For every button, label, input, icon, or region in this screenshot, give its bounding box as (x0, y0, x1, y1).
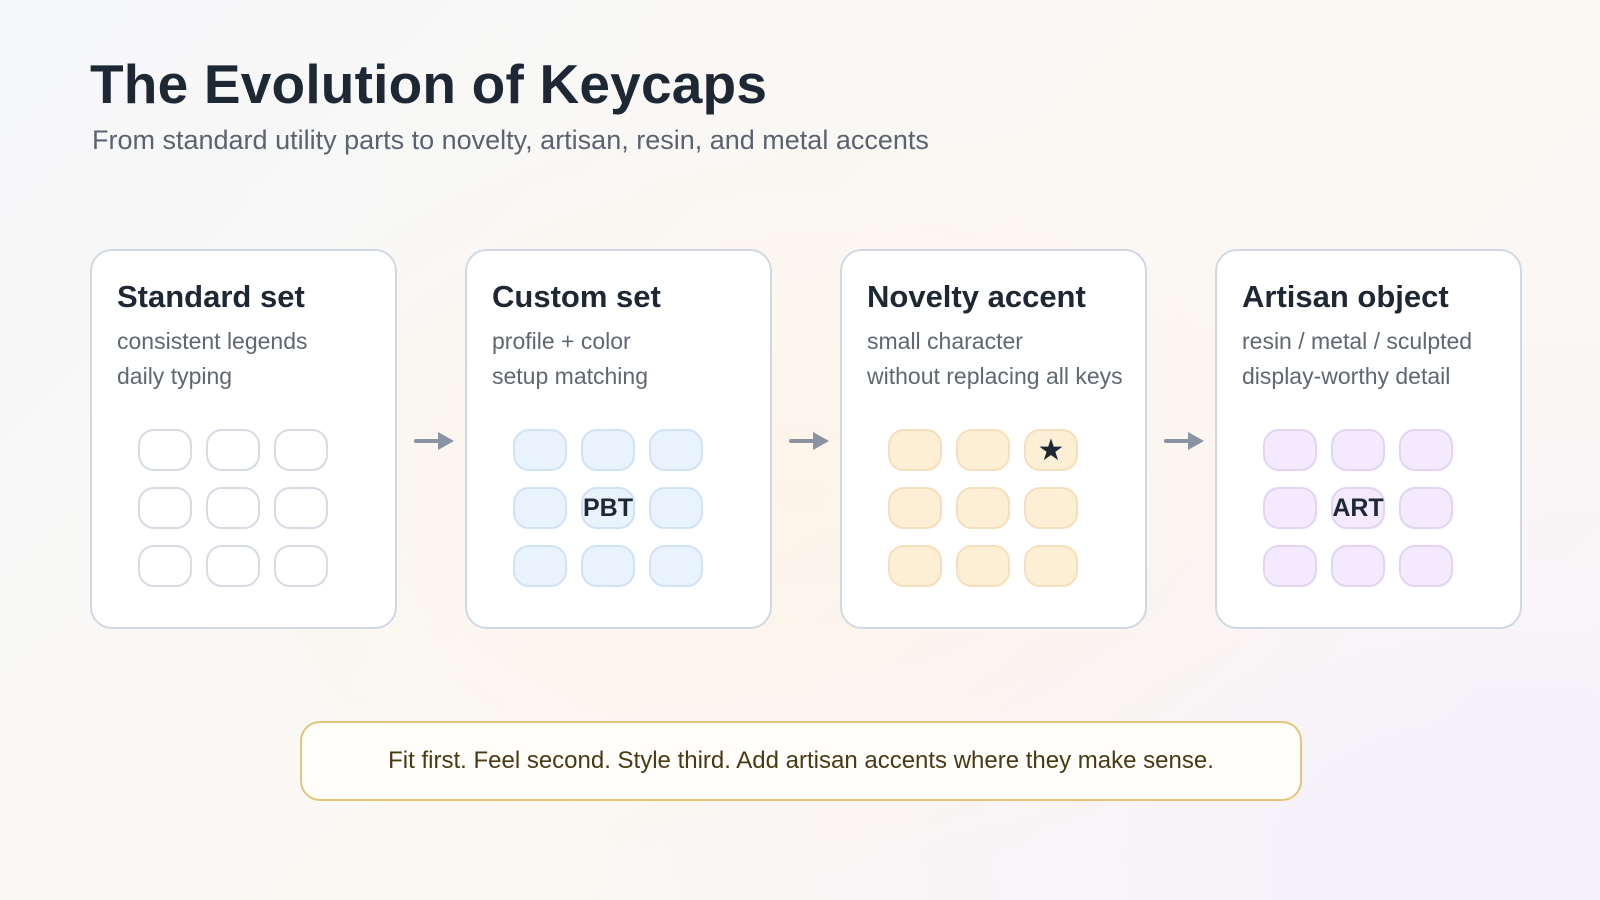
page-subtitle: From standard utility parts to novelty, … (92, 125, 929, 155)
keycap (138, 545, 192, 587)
stage-description-line: resin / metal / sculpted (1242, 328, 1473, 354)
keycap (1399, 429, 1453, 471)
keycap (1024, 545, 1078, 587)
stage-title: Artisan object (1242, 279, 1449, 314)
stage-description-line: consistent legends (117, 328, 308, 354)
keycap (513, 487, 567, 529)
keycap (649, 487, 703, 529)
stage-description-line: without replacing all keys (867, 363, 1123, 389)
guidance-note: Fit first. Feel second. Style third. Add… (300, 721, 1302, 801)
arrow-right-icon (789, 432, 829, 450)
stage-description-line: display-worthy detail (1242, 363, 1451, 389)
arrow-right-icon (414, 432, 454, 450)
keycap (888, 429, 942, 471)
keycap (1024, 487, 1078, 529)
keycap-grid (138, 429, 328, 589)
page-title: The Evolution of Keycaps (90, 53, 768, 115)
keycap-novelty: ★ (1024, 429, 1078, 471)
stage-description-line: profile + color (492, 328, 631, 354)
stage-title: Novelty accent (867, 279, 1086, 314)
keycap (1263, 545, 1317, 587)
keycap (274, 545, 328, 587)
keycap (274, 487, 328, 529)
keycap (649, 429, 703, 471)
stage-card-novelty: Novelty accent small character without r… (840, 249, 1147, 629)
keycap-grid: ★ (888, 429, 1078, 589)
stage-description-line: setup matching (492, 363, 648, 389)
keycap-grid: ART (1263, 429, 1453, 589)
keycap-grid: PBT (513, 429, 703, 589)
keycap (274, 429, 328, 471)
keycap (138, 487, 192, 529)
stage-description-line: small character (867, 328, 1023, 354)
stage-card-artisan: Artisan object resin / metal / sculpted … (1215, 249, 1522, 629)
keycap (1263, 429, 1317, 471)
keycap (206, 429, 260, 471)
keycap (1331, 545, 1385, 587)
keycap (888, 545, 942, 587)
keycap-label-pbt: PBT (581, 487, 635, 529)
stage-title: Standard set (117, 279, 305, 314)
keycap (138, 429, 192, 471)
guidance-note-text: Fit first. Feel second. Style third. Add… (388, 747, 1214, 774)
keycap (1399, 545, 1453, 587)
keycap (513, 545, 567, 587)
keycap (1399, 487, 1453, 529)
keycap (956, 487, 1010, 529)
keycap (888, 487, 942, 529)
keycap (581, 545, 635, 587)
stage-card-standard: Standard set consistent legends daily ty… (90, 249, 397, 629)
keycap-label-art: ART (1331, 487, 1385, 529)
star-icon: ★ (1037, 433, 1065, 467)
keycap (513, 429, 567, 471)
keycap (956, 545, 1010, 587)
keycap (206, 545, 260, 587)
stage-title: Custom set (492, 279, 661, 314)
keycap (581, 429, 635, 471)
stage-description-line: daily typing (117, 363, 233, 389)
keycap (1263, 487, 1317, 529)
keycap (956, 429, 1010, 471)
keycap (206, 487, 260, 529)
keycap (1331, 429, 1385, 471)
stage-card-custom: Custom set profile + color setup matchin… (465, 249, 772, 629)
keycap (649, 545, 703, 587)
arrow-right-icon (1164, 432, 1204, 450)
